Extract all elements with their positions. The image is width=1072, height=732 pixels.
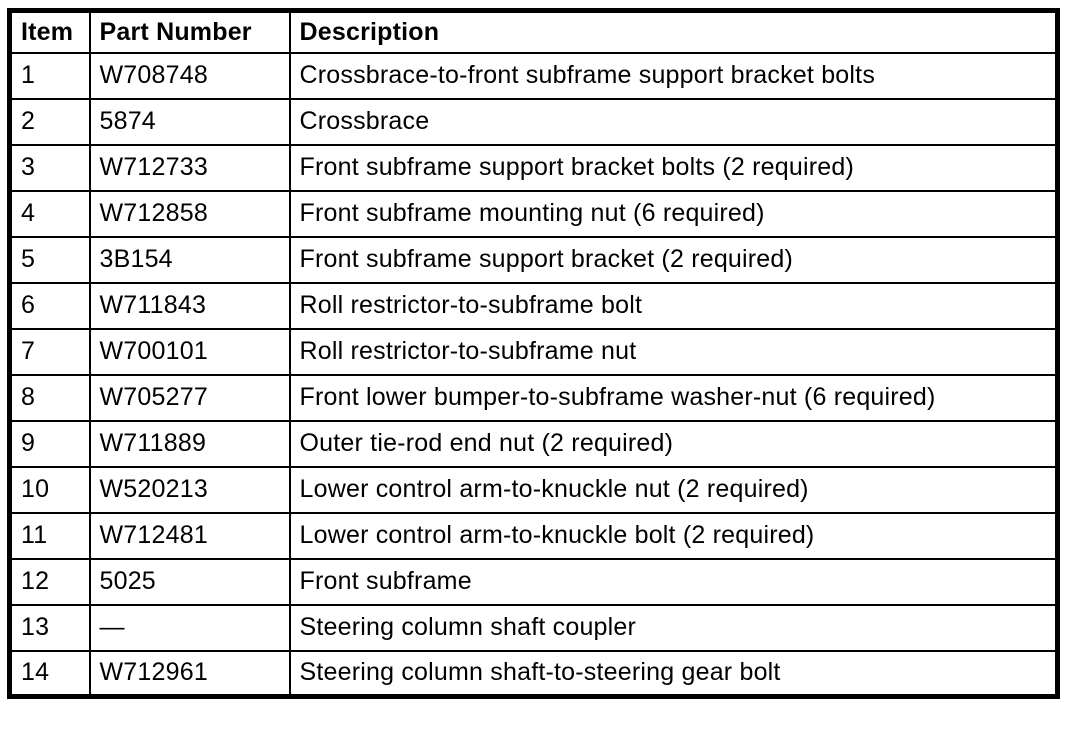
part-number-cell: 5874 (88, 97, 291, 146)
description-cell: Lower control arm-to-knuckle nut (2 requ… (288, 465, 1059, 514)
description-cell: Steering column shaft-to-steering gear b… (288, 649, 1059, 698)
table-row: 8 W705277 Front lower bumper-to-subframe… (8, 373, 1059, 422)
header-item: Item (8, 9, 91, 54)
table-row: 3 W712733 Front subframe support bracket… (8, 143, 1059, 192)
part-number-cell: 3B154 (88, 235, 291, 284)
table-row: 6 W711843 Roll restrictor-to-subframe bo… (8, 281, 1059, 330)
part-number-cell: W712481 (88, 511, 291, 560)
description-cell: Crossbrace (288, 97, 1059, 146)
item-cell: 1 (8, 51, 91, 100)
item-cell: 13 (8, 603, 91, 652)
header-description: Description (288, 9, 1059, 54)
description-cell: Crossbrace-to-front subframe support bra… (288, 51, 1059, 100)
description-cell: Roll restrictor-to-subframe nut (288, 327, 1059, 376)
part-number-cell: 5025 (88, 557, 291, 606)
description-cell: Steering column shaft coupler (288, 603, 1059, 652)
part-number-cell: W711843 (88, 281, 291, 330)
item-cell: 2 (8, 97, 91, 146)
part-number-cell: — (88, 603, 291, 652)
header-row: Item Part Number Description (8, 9, 1059, 54)
table-row: 2 5874 Crossbrace (8, 97, 1059, 146)
table-row: 12 5025 Front subframe (8, 557, 1059, 606)
item-cell: 8 (8, 373, 91, 422)
description-cell: Roll restrictor-to-subframe bolt (288, 281, 1059, 330)
parts-table-header: Item Part Number Description (8, 9, 1059, 54)
description-cell: Front subframe (288, 557, 1059, 606)
table-row: 4 W712858 Front subframe mounting nut (6… (8, 189, 1059, 238)
table-row: 13 — Steering column shaft coupler (8, 603, 1059, 652)
table-row: 9 W711889 Outer tie-rod end nut (2 requi… (8, 419, 1059, 468)
item-cell: 6 (8, 281, 91, 330)
table-row: 5 3B154 Front subframe support bracket (… (8, 235, 1059, 284)
description-cell: Front subframe mounting nut (6 required) (288, 189, 1059, 238)
item-cell: 11 (8, 511, 91, 560)
item-cell: 12 (8, 557, 91, 606)
part-number-cell: W700101 (88, 327, 291, 376)
part-number-cell: W520213 (88, 465, 291, 514)
item-cell: 5 (8, 235, 91, 284)
header-part-number: Part Number (88, 9, 291, 54)
table-row: 1 W708748 Crossbrace-to-front subframe s… (8, 51, 1059, 100)
item-cell: 14 (8, 649, 91, 698)
description-cell: Front subframe support bracket bolts (2 … (288, 143, 1059, 192)
part-number-cell: W712961 (88, 649, 291, 698)
description-cell: Front subframe support bracket (2 requir… (288, 235, 1059, 284)
table-row: 14 W712961 Steering column shaft-to-stee… (8, 649, 1059, 698)
parts-table: Item Part Number Description 1 W708748 C… (7, 8, 1060, 699)
table-row: 10 W520213 Lower control arm-to-knuckle … (8, 465, 1059, 514)
item-cell: 7 (8, 327, 91, 376)
parts-table-body: 1 W708748 Crossbrace-to-front subframe s… (8, 51, 1059, 698)
description-cell: Lower control arm-to-knuckle bolt (2 req… (288, 511, 1059, 560)
item-cell: 4 (8, 189, 91, 238)
table-row: 11 W712481 Lower control arm-to-knuckle … (8, 511, 1059, 560)
item-cell: 3 (8, 143, 91, 192)
part-number-cell: W712733 (88, 143, 291, 192)
item-cell: 10 (8, 465, 91, 514)
part-number-cell: W705277 (88, 373, 291, 422)
description-cell: Outer tie-rod end nut (2 required) (288, 419, 1059, 468)
item-cell: 9 (8, 419, 91, 468)
table-row: 7 W700101 Roll restrictor-to-subframe nu… (8, 327, 1059, 376)
description-cell: Front lower bumper-to-subframe washer-nu… (288, 373, 1059, 422)
part-number-cell: W711889 (88, 419, 291, 468)
part-number-cell: W708748 (88, 51, 291, 100)
part-number-cell: W712858 (88, 189, 291, 238)
